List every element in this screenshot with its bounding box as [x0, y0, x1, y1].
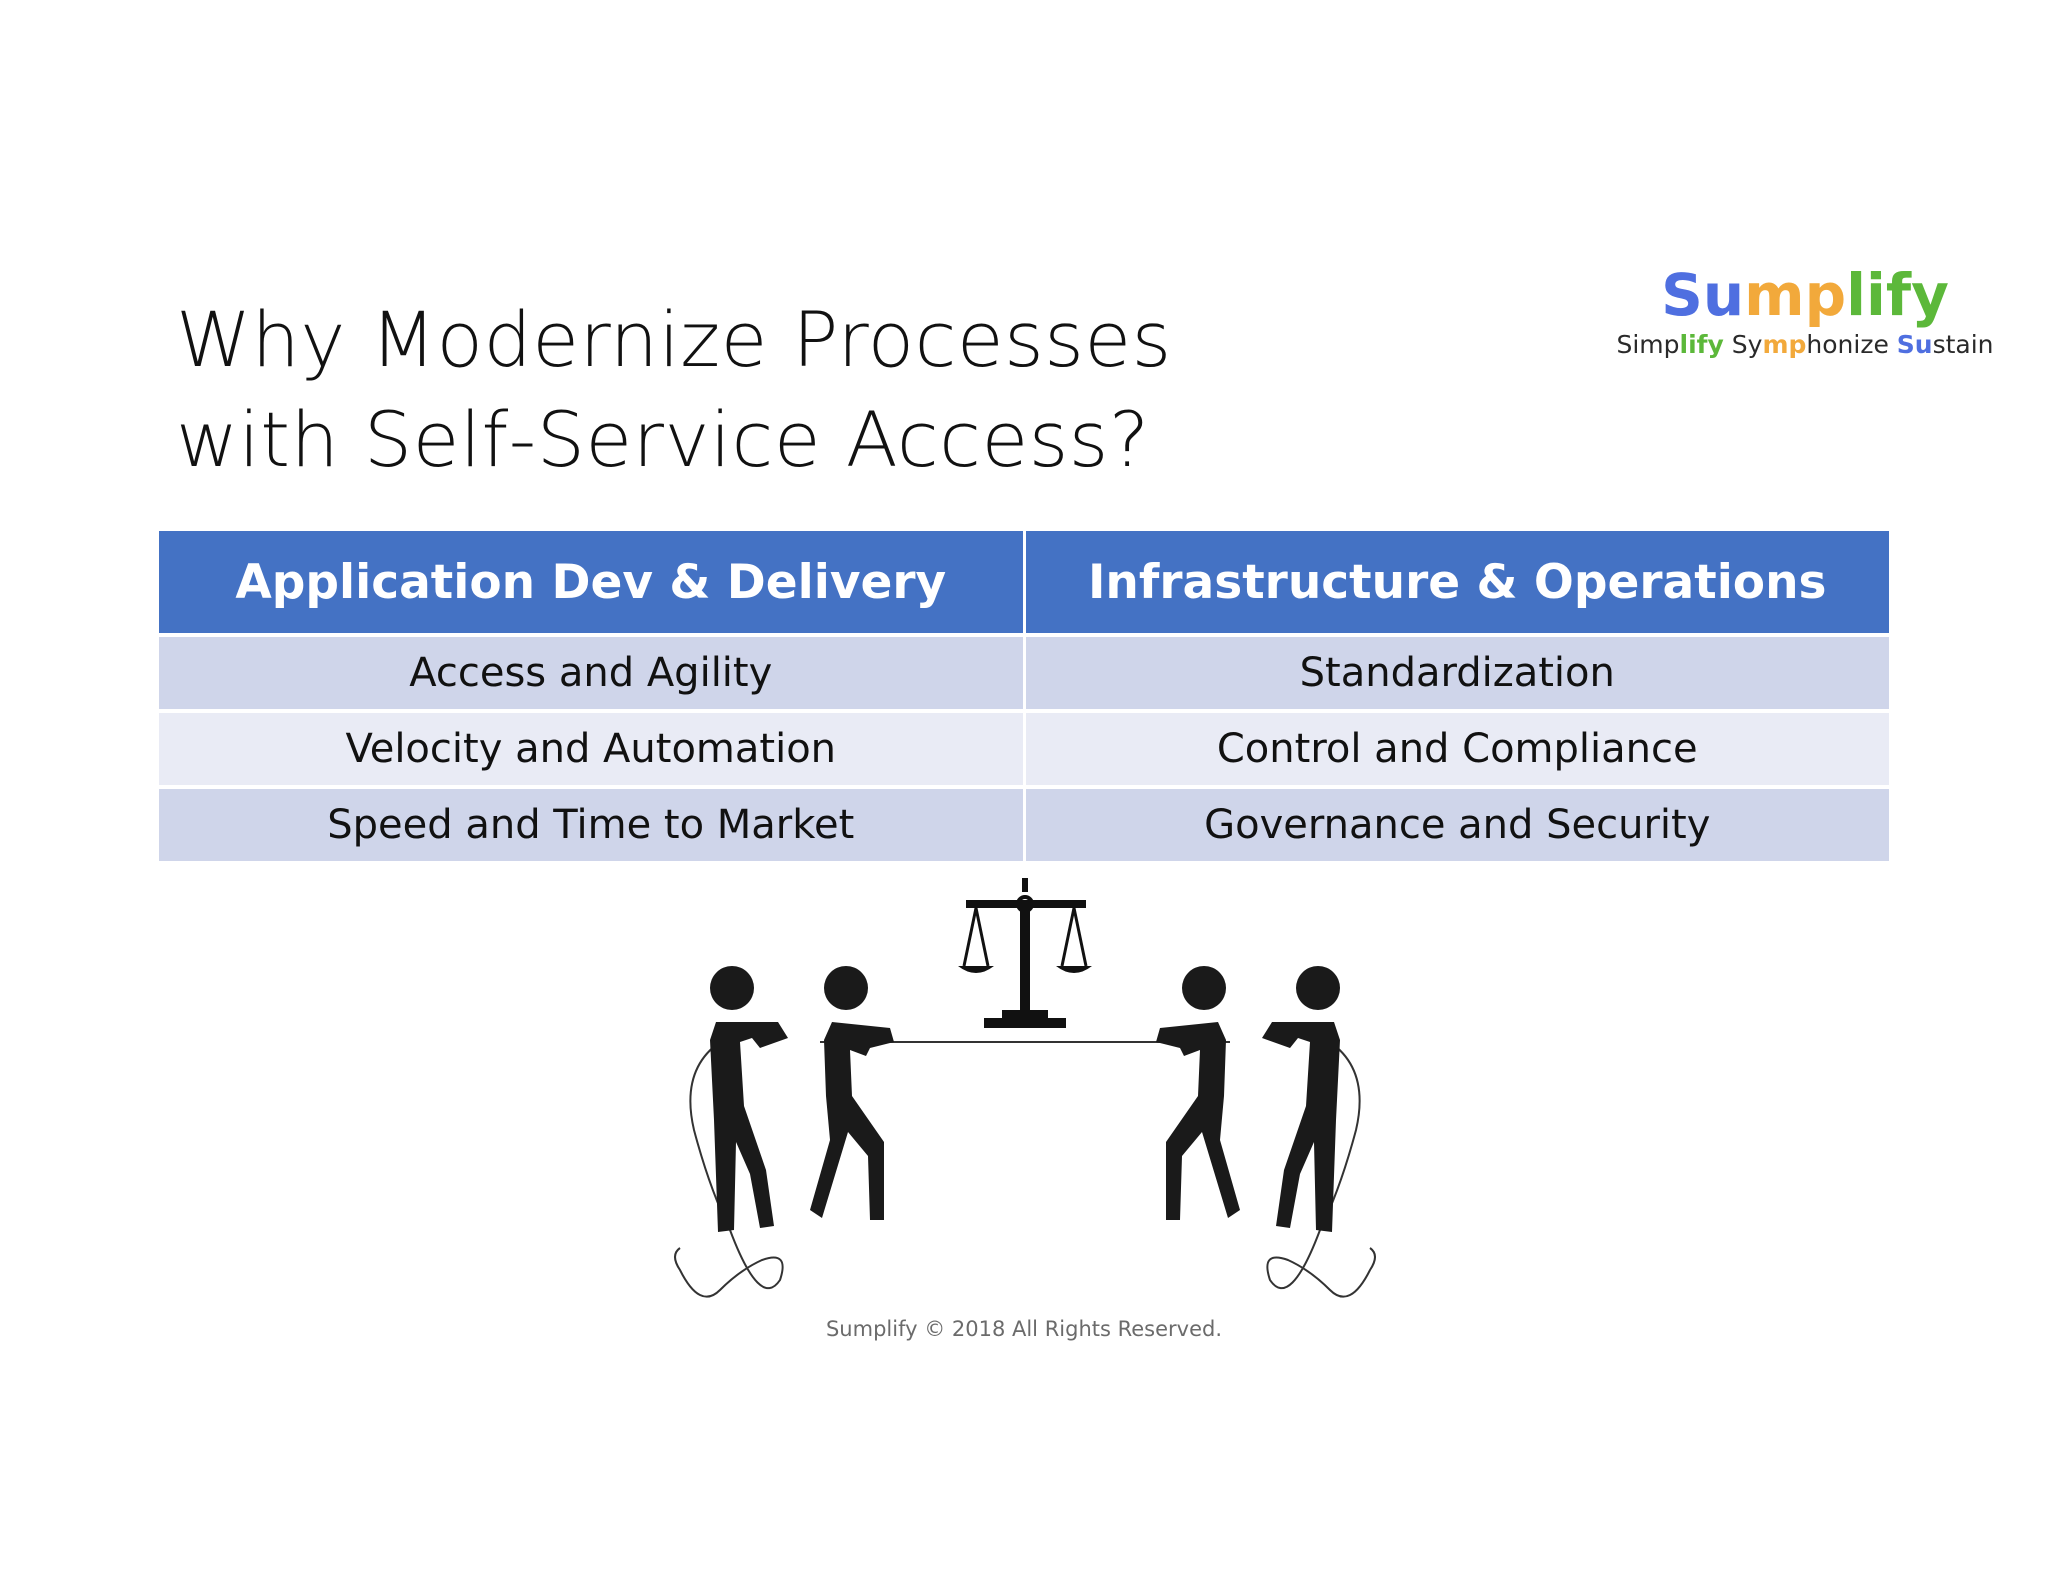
- balance-scale-icon: [958, 878, 1092, 1028]
- table-row: Access and Agility Standardization: [159, 633, 1889, 711]
- slide-title: Why Modernize Processes with Self-Servic…: [176, 290, 1276, 490]
- logo-tag-part-3: Sy: [1723, 330, 1763, 359]
- logo-tag-part-7: stain: [1932, 330, 1994, 359]
- table-row: Speed and Time to Market Governance and …: [159, 785, 1889, 861]
- logo-word-part-1: Su: [1661, 261, 1745, 329]
- table-cell: Access and Agility: [159, 633, 1026, 711]
- logo-word-part-2: mp: [1744, 261, 1847, 329]
- table-cell: Speed and Time to Market: [159, 785, 1026, 861]
- logo-word-part-3: lify: [1846, 261, 1949, 329]
- logo-tag-part-1: Simp: [1616, 330, 1680, 359]
- header-infra-operations: Infrastructure & Operations: [1024, 531, 1889, 635]
- logo-tag-part-2: lify: [1679, 330, 1724, 359]
- rope: [674, 1041, 1376, 1298]
- comparison-table: Application Dev & Delivery Infrastructur…: [159, 531, 1889, 861]
- sumplify-logo: Sumplify Simplify Symphonize Sustain: [1610, 262, 2000, 362]
- table-row: Velocity and Automation Control and Comp…: [159, 709, 1889, 787]
- logo-wordmark: Sumplify: [1610, 262, 2000, 328]
- right-team-figures: [1156, 966, 1340, 1232]
- tug-of-war-with-balance-scale-icon: [674, 878, 1376, 1298]
- table-header-row: Application Dev & Delivery Infrastructur…: [159, 531, 1889, 635]
- logo-tag-part-5: honize: [1806, 330, 1897, 359]
- header-app-dev-delivery: Application Dev & Delivery: [159, 531, 1026, 635]
- logo-tag-part-4: mp: [1762, 330, 1807, 359]
- slide-title-line-2: with Self-Service Access?: [176, 395, 1150, 484]
- logo-tag-part-6: Su: [1896, 330, 1933, 359]
- copyright-footer: Sumplify © 2018 All Rights Reserved.: [825, 1317, 1223, 1341]
- left-team-figures: [710, 966, 894, 1232]
- table-cell: Control and Compliance: [1024, 709, 1889, 787]
- logo-tagline: Simplify Symphonize Sustain: [1610, 328, 2000, 362]
- table-cell: Governance and Security: [1024, 785, 1889, 861]
- slide-title-line-1: Why Modernize Processes: [176, 295, 1172, 384]
- table-cell: Velocity and Automation: [159, 709, 1026, 787]
- table-cell: Standardization: [1024, 633, 1889, 711]
